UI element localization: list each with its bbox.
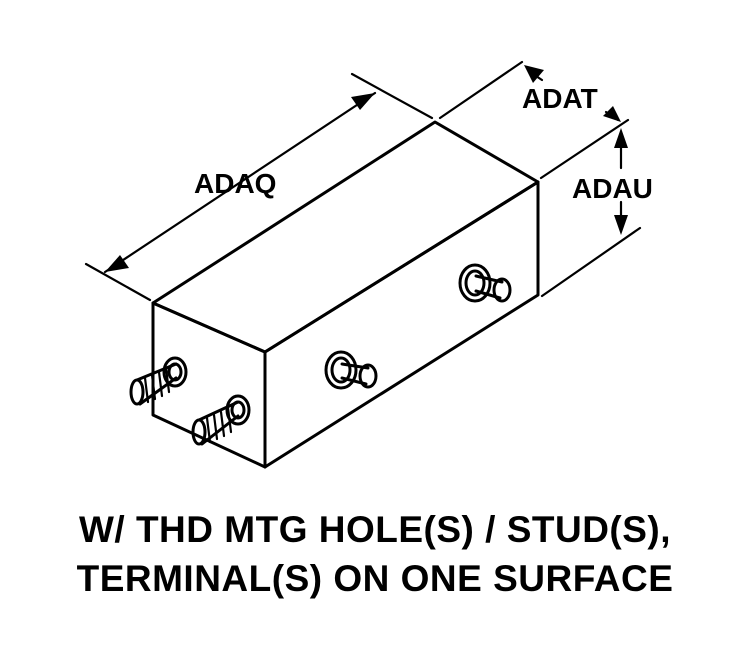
terminal-right [458,263,512,303]
height-dimension: ADAU [540,128,653,298]
width-label: ADAT [522,83,598,114]
height-label: ADAU [572,173,653,204]
caption-line-1: W/ THD MTG HOLE(S) / STUD(S), [78,509,672,550]
threaded-stud-upper [129,356,188,406]
width-dimension: ADAT [438,60,630,180]
length-dimension: ADAQ [84,72,434,302]
threaded-stud-lower [191,394,251,446]
terminal-left [324,350,378,390]
box-side-face [263,180,540,469]
length-label: ADAQ [194,168,276,199]
caption-line-2: TERMINAL(S) ON ONE SURFACE [76,558,674,599]
box-top-face [151,120,540,354]
